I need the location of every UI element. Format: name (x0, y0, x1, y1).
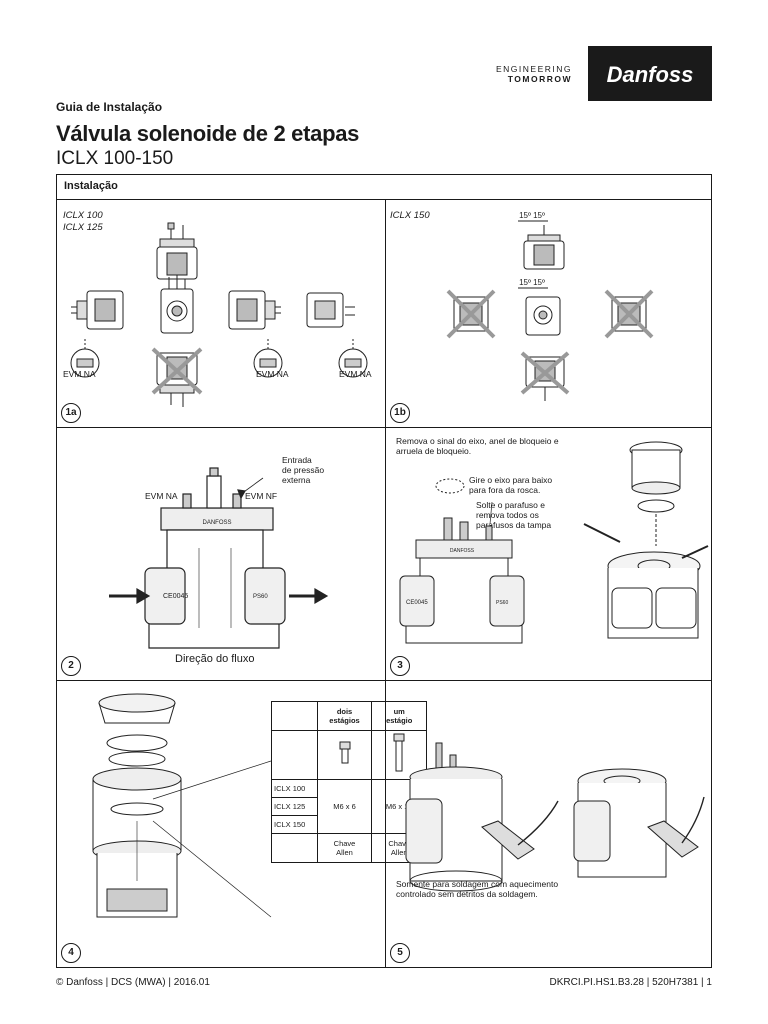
tool-line: Allen (390, 848, 408, 857)
flow-caption: Direção do fluxo (175, 653, 255, 665)
tool-two-stage: Chave Allen (316, 833, 373, 863)
model-cell: ICLX 150 (271, 815, 318, 834)
evm-nf-label: EVM NF (245, 491, 278, 501)
column-divider (385, 200, 386, 968)
evm-label: EVM NA (63, 369, 96, 379)
evm-label: EVM NA (339, 369, 372, 379)
col-header: um estágio (371, 701, 427, 731)
body-mark: CE0045 (406, 600, 428, 606)
panel-5: Somente para soldagem com aquecimento co… (386, 681, 711, 967)
caption-line: controlado sem detritos da soldagem. (396, 889, 538, 899)
tool-line: Chave (333, 839, 356, 848)
angle-label-top: 15º 15º (519, 211, 545, 220)
tool-line: Allen (336, 848, 353, 857)
orientation-diagram-1b: 15º 15º 15º 15º (446, 211, 654, 401)
tagline-line2: TOMORROW (507, 73, 572, 84)
model-label: ICLX 100 (63, 210, 103, 221)
installation-frame: Instalação ICLX 100 ICLX 125 (56, 174, 712, 968)
bolt-spec-table: dois estágios um estágio ICLX 100 (271, 701, 427, 863)
col-header: dois estágios (316, 701, 373, 731)
bolt-size-two-stage: M6 x 6 (316, 779, 373, 834)
inlet-label-line: de pressão (282, 465, 325, 475)
model-cell: ICLX 100 (271, 779, 318, 798)
brand-tagline: ENGINEERING TOMORROW (496, 64, 572, 84)
welding-diagram (405, 742, 705, 892)
turn-note-line: para fora da rosca. (469, 485, 541, 495)
body-mark: PS60 (496, 600, 508, 606)
caption-line: Somente para soldagem com aquecimento (396, 879, 559, 889)
model-cell: ICLX 125 (271, 797, 318, 816)
disassembly-diagram: DANFOSS CE0045 PS60 (399, 441, 709, 644)
caption-line: arruela de bloqueio. (396, 446, 472, 456)
caption-line: Remova o sinal do eixo, anel de bloqueio… (396, 436, 559, 446)
model-label: ICLX 125 (63, 222, 103, 233)
panel-3: Remova o sinal do eixo, anel de bloqueio… (386, 428, 711, 680)
brand-mark: DANFOSS (450, 548, 475, 554)
brand-mark: DANFOSS (202, 520, 231, 526)
step-badge: 3 (390, 656, 410, 676)
col-header-line: estágios (329, 716, 360, 725)
bolt-short-icon (316, 730, 373, 780)
step-badge: 5 (390, 943, 410, 963)
bolt-note-line: Solte o parafuso e (476, 500, 545, 510)
step-badge: 1a (61, 403, 81, 423)
turn-note-line: Gire o eixo para baixo (469, 475, 553, 485)
page-title: Válvula solenoide de 2 etapas (56, 121, 360, 146)
document-type: Guia de Instalação (56, 100, 163, 114)
orientation-diagram-1a (70, 222, 368, 407)
body-mark: PS60 (253, 594, 268, 600)
tagline-line1: ENGINEERING (495, 63, 572, 74)
step-badge: 2 (61, 656, 81, 676)
bolt-note-line: remova todos os (476, 510, 539, 520)
logo-text: Danfoss (607, 62, 694, 87)
step-badge: 1b (390, 403, 410, 423)
danfoss-logo: Danfoss (588, 46, 712, 101)
panel-2: DANFOSS CE0045 PS60 Entrad (57, 428, 385, 680)
inlet-label-line: Entrada (282, 455, 312, 465)
panel-4: dois estágios um estágio ICLX 100 (57, 681, 427, 967)
footer-right: DKRCI.PI.HS1.B3.28 | 520H7381 | 1 (549, 977, 712, 988)
footer-left: © Danfoss | DCS (MWA) | 2016.01 (56, 977, 210, 988)
evm-label: EVM NA (256, 369, 289, 379)
step-badge: 4 (61, 943, 81, 963)
bolt-note-line: parafusos da tampa (476, 520, 552, 530)
body-mark: CE0045 (163, 593, 188, 600)
tool-line: Chave (388, 839, 411, 848)
angle-label-mid: 15º 15º (519, 278, 545, 287)
assembly-diagram (92, 693, 272, 918)
col-header-line: um (393, 707, 405, 716)
evm-na-label: EVM NA (145, 491, 178, 501)
row-divider-1 (57, 427, 711, 428)
brand-block: ENGINEERING TOMORROW Danfoss (496, 46, 712, 101)
col-header-line: dois (336, 707, 353, 716)
col-header-line: estágio (386, 716, 413, 725)
flow-diagram: DANFOSS CE0045 PS60 (109, 467, 329, 649)
section-title: Instalação (57, 175, 711, 200)
inlet-label-line: externa (282, 475, 311, 485)
row-divider-2 (57, 680, 711, 681)
model-label: ICLX 150 (390, 210, 430, 221)
panel-1a: ICLX 100 ICLX 125 (57, 201, 385, 427)
page-subtitle: ICLX 100-150 (56, 148, 174, 169)
panel-1b: ICLX 150 15º 15º 15º 15º (386, 201, 711, 427)
